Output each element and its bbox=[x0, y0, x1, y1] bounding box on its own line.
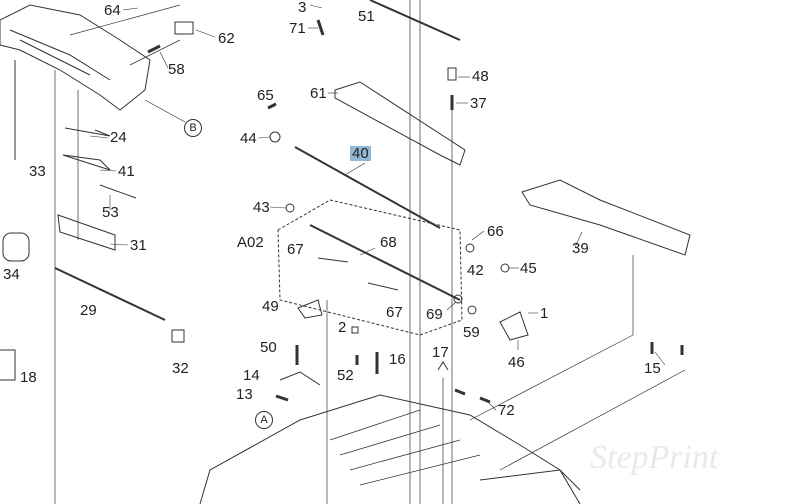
callout-16[interactable]: 16 bbox=[389, 351, 406, 368]
callout-53[interactable]: 53 bbox=[102, 204, 119, 221]
callout-13[interactable]: 13 bbox=[236, 386, 253, 403]
callout-2[interactable]: 2 bbox=[338, 319, 347, 336]
callout-62[interactable]: 62 bbox=[218, 30, 235, 47]
part-48 bbox=[447, 67, 457, 81]
callout-32[interactable]: 32 bbox=[172, 360, 189, 377]
spring-15 bbox=[650, 342, 684, 355]
callout-64[interactable]: 64 bbox=[104, 2, 121, 19]
callout-31[interactable]: 31 bbox=[130, 237, 147, 254]
callout-1[interactable]: 1 bbox=[540, 305, 549, 322]
assembly-A02-outline bbox=[277, 199, 463, 336]
part-41 bbox=[62, 154, 111, 171]
callout-A02[interactable]: A02 bbox=[237, 234, 264, 251]
wire-14 bbox=[279, 371, 321, 386]
base-detail bbox=[479, 469, 581, 491]
spring-58 bbox=[147, 44, 161, 54]
guide-line bbox=[499, 369, 686, 471]
callout-69[interactable]: 69 bbox=[426, 306, 443, 323]
part-53 bbox=[99, 184, 137, 199]
part-59 bbox=[467, 305, 477, 315]
callout-24[interactable]: 24 bbox=[110, 129, 127, 146]
callout-15[interactable]: 15 bbox=[644, 360, 661, 377]
base-ribs bbox=[329, 409, 481, 486]
guide-line bbox=[129, 39, 181, 66]
guide-line bbox=[69, 4, 181, 36]
reference-A[interactable]: A bbox=[255, 411, 273, 429]
callout-48[interactable]: 48 bbox=[472, 68, 489, 85]
spring-65 bbox=[267, 102, 277, 110]
callout-44[interactable]: 44 bbox=[240, 130, 257, 147]
sheet-67b bbox=[367, 282, 399, 291]
callout-67-lower[interactable]: 67 bbox=[386, 304, 403, 321]
shaft-40 bbox=[294, 146, 441, 229]
part-31 bbox=[57, 214, 116, 251]
callout-34[interactable]: 34 bbox=[3, 266, 20, 283]
frame-assembly bbox=[0, 4, 151, 111]
callout-72[interactable]: 72 bbox=[498, 402, 515, 419]
part-43 bbox=[285, 203, 295, 213]
callout-18[interactable]: 18 bbox=[20, 369, 37, 386]
part-2 bbox=[351, 326, 359, 334]
callout-67-upper[interactable]: 67 bbox=[287, 241, 304, 258]
guide-line bbox=[144, 99, 186, 123]
callout-65[interactable]: 65 bbox=[257, 87, 274, 104]
part-18 bbox=[0, 349, 16, 381]
callout-43[interactable]: 43 bbox=[253, 199, 270, 216]
roller-34 bbox=[2, 232, 30, 262]
frame-detail bbox=[9, 29, 111, 81]
callout-50[interactable]: 50 bbox=[260, 339, 277, 356]
callout-39[interactable]: 39 bbox=[572, 240, 589, 257]
callout-42[interactable]: 42 bbox=[467, 262, 484, 279]
callout-40-highlighted[interactable]: 40 bbox=[350, 145, 371, 162]
part-32 bbox=[171, 329, 185, 343]
gear-46 bbox=[499, 311, 529, 341]
callout-45[interactable]: 45 bbox=[520, 260, 537, 277]
callout-37[interactable]: 37 bbox=[470, 95, 487, 112]
part-69 bbox=[453, 294, 463, 304]
callout-52[interactable]: 52 bbox=[337, 367, 354, 384]
callout-51[interactable]: 51 bbox=[358, 8, 375, 25]
reference-B[interactable]: B bbox=[184, 119, 202, 137]
callout-29[interactable]: 29 bbox=[80, 302, 97, 319]
callout-46[interactable]: 46 bbox=[508, 354, 525, 371]
leader-lines bbox=[89, 4, 666, 411]
bracket-61 bbox=[334, 81, 466, 166]
guide-39 bbox=[521, 179, 691, 256]
watermark: StepPrint bbox=[590, 439, 719, 476]
part-42 bbox=[465, 243, 475, 253]
roller-68 bbox=[309, 224, 461, 301]
callout-71[interactable]: 71 bbox=[289, 20, 306, 37]
callout-14[interactable]: 14 bbox=[243, 367, 260, 384]
spring-72 bbox=[454, 388, 491, 404]
part-17 bbox=[437, 361, 449, 371]
shaft-29 bbox=[54, 267, 166, 321]
spring-71 bbox=[316, 19, 325, 36]
part-45 bbox=[500, 263, 510, 273]
callout-17[interactable]: 17 bbox=[432, 344, 449, 361]
callout-33[interactable]: 33 bbox=[29, 163, 46, 180]
lever-49 bbox=[297, 299, 323, 319]
shaft-51 bbox=[369, 0, 461, 41]
callout-61[interactable]: 61 bbox=[310, 85, 327, 102]
callout-59[interactable]: 59 bbox=[463, 324, 480, 341]
callout-41[interactable]: 41 bbox=[118, 163, 135, 180]
part-24 bbox=[64, 127, 111, 137]
base-frame bbox=[199, 394, 581, 504]
callout-58[interactable]: 58 bbox=[168, 61, 185, 78]
callout-3[interactable]: 3 bbox=[298, 0, 307, 16]
callout-49[interactable]: 49 bbox=[262, 298, 279, 315]
guide-line bbox=[469, 334, 634, 421]
callout-68[interactable]: 68 bbox=[380, 234, 397, 251]
bushing-44 bbox=[269, 131, 281, 143]
spring-13 bbox=[275, 394, 289, 402]
part-62 bbox=[174, 21, 194, 35]
sheet-67a bbox=[317, 257, 349, 263]
callout-66[interactable]: 66 bbox=[487, 223, 504, 240]
